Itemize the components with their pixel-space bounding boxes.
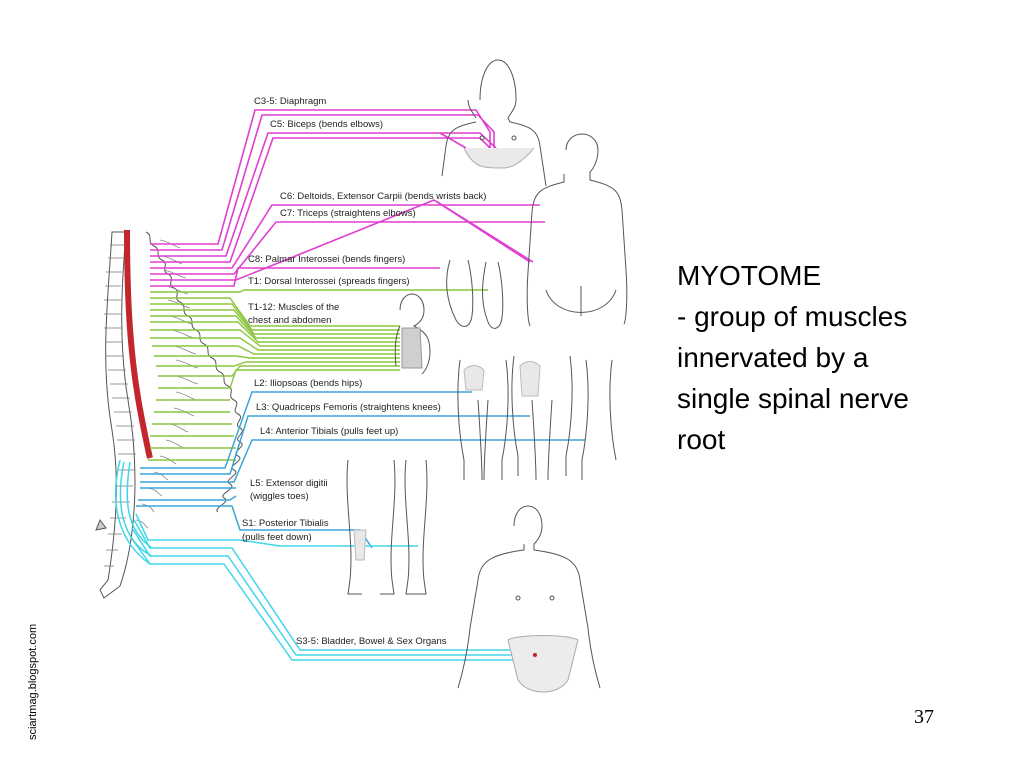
cervical-nerves	[150, 109, 545, 287]
vertebrae	[104, 244, 136, 567]
sacral-nerves	[114, 459, 530, 661]
myotome-definition: MYOTOME - group of muscles innervated by…	[677, 255, 1007, 460]
label-c8: C8: Palmar Interossei (bends fingers)	[248, 254, 405, 265]
page-number: 37	[914, 706, 934, 728]
spinal-cord	[124, 229, 153, 459]
label-c6: C6: Deltoids, Extensor Carpii (bends wri…	[280, 191, 486, 202]
thoracic-nerves	[148, 289, 488, 461]
nerve-labels: C3-5: Diaphragm C5: Biceps (bends elbows…	[242, 96, 486, 647]
label-l4: L4: Anterior Tibials (pulls feet up)	[260, 426, 398, 437]
lower-torso-figure	[457, 505, 601, 689]
side-torso-figure	[394, 293, 431, 375]
back-figure	[526, 133, 628, 327]
label-t1-12-line2: chest and abdomen	[248, 315, 331, 326]
label-c5: C5: Biceps (bends elbows)	[270, 119, 383, 130]
definition-title: MYOTOME	[677, 260, 822, 291]
label-c3-5: C3-5: Diaphragm	[254, 96, 326, 107]
label-l5-line1: L5: Extensor digitii	[250, 478, 328, 489]
label-t1: T1: Dorsal Interossei (spreads fingers)	[248, 276, 410, 287]
nerve-roots-outline	[135, 239, 199, 529]
label-l3: L3: Quadriceps Femoris (straightens knee…	[256, 402, 441, 413]
hands-figure	[446, 259, 504, 329]
upper-torso-figure	[441, 59, 547, 187]
definition-line: single spinal nerve	[677, 383, 909, 414]
label-s1-line2: (pulls feet down)	[242, 532, 312, 543]
image-credit: sciartmag.blogspot.com	[27, 623, 39, 740]
spine	[95, 231, 136, 599]
label-l2: L2: Iliopsoas (bends hips)	[254, 378, 362, 389]
biceps-pointer	[439, 132, 467, 149]
label-t1-12-line1: T1-12: Muscles of the	[248, 302, 339, 313]
definition-line: root	[677, 424, 726, 455]
legs-back-figure	[511, 355, 617, 481]
definition-line: - group of muscles	[677, 301, 908, 332]
label-s3-5: S3-5: Bladder, Bowel & Sex Organs	[296, 636, 447, 647]
lower-legs-figure	[346, 459, 428, 595]
definition-line: innervated by a	[677, 342, 869, 373]
bladder-marker	[533, 653, 537, 657]
label-l5-line2: (wiggles toes)	[250, 491, 309, 502]
body-figures	[346, 59, 628, 693]
label-s1-line1: S1: Posterior Tibialis	[242, 518, 329, 529]
legs-front-figure	[457, 359, 509, 481]
triceps-pointer	[435, 200, 534, 263]
label-c7: C7: Triceps (straightens elbows)	[280, 208, 416, 219]
